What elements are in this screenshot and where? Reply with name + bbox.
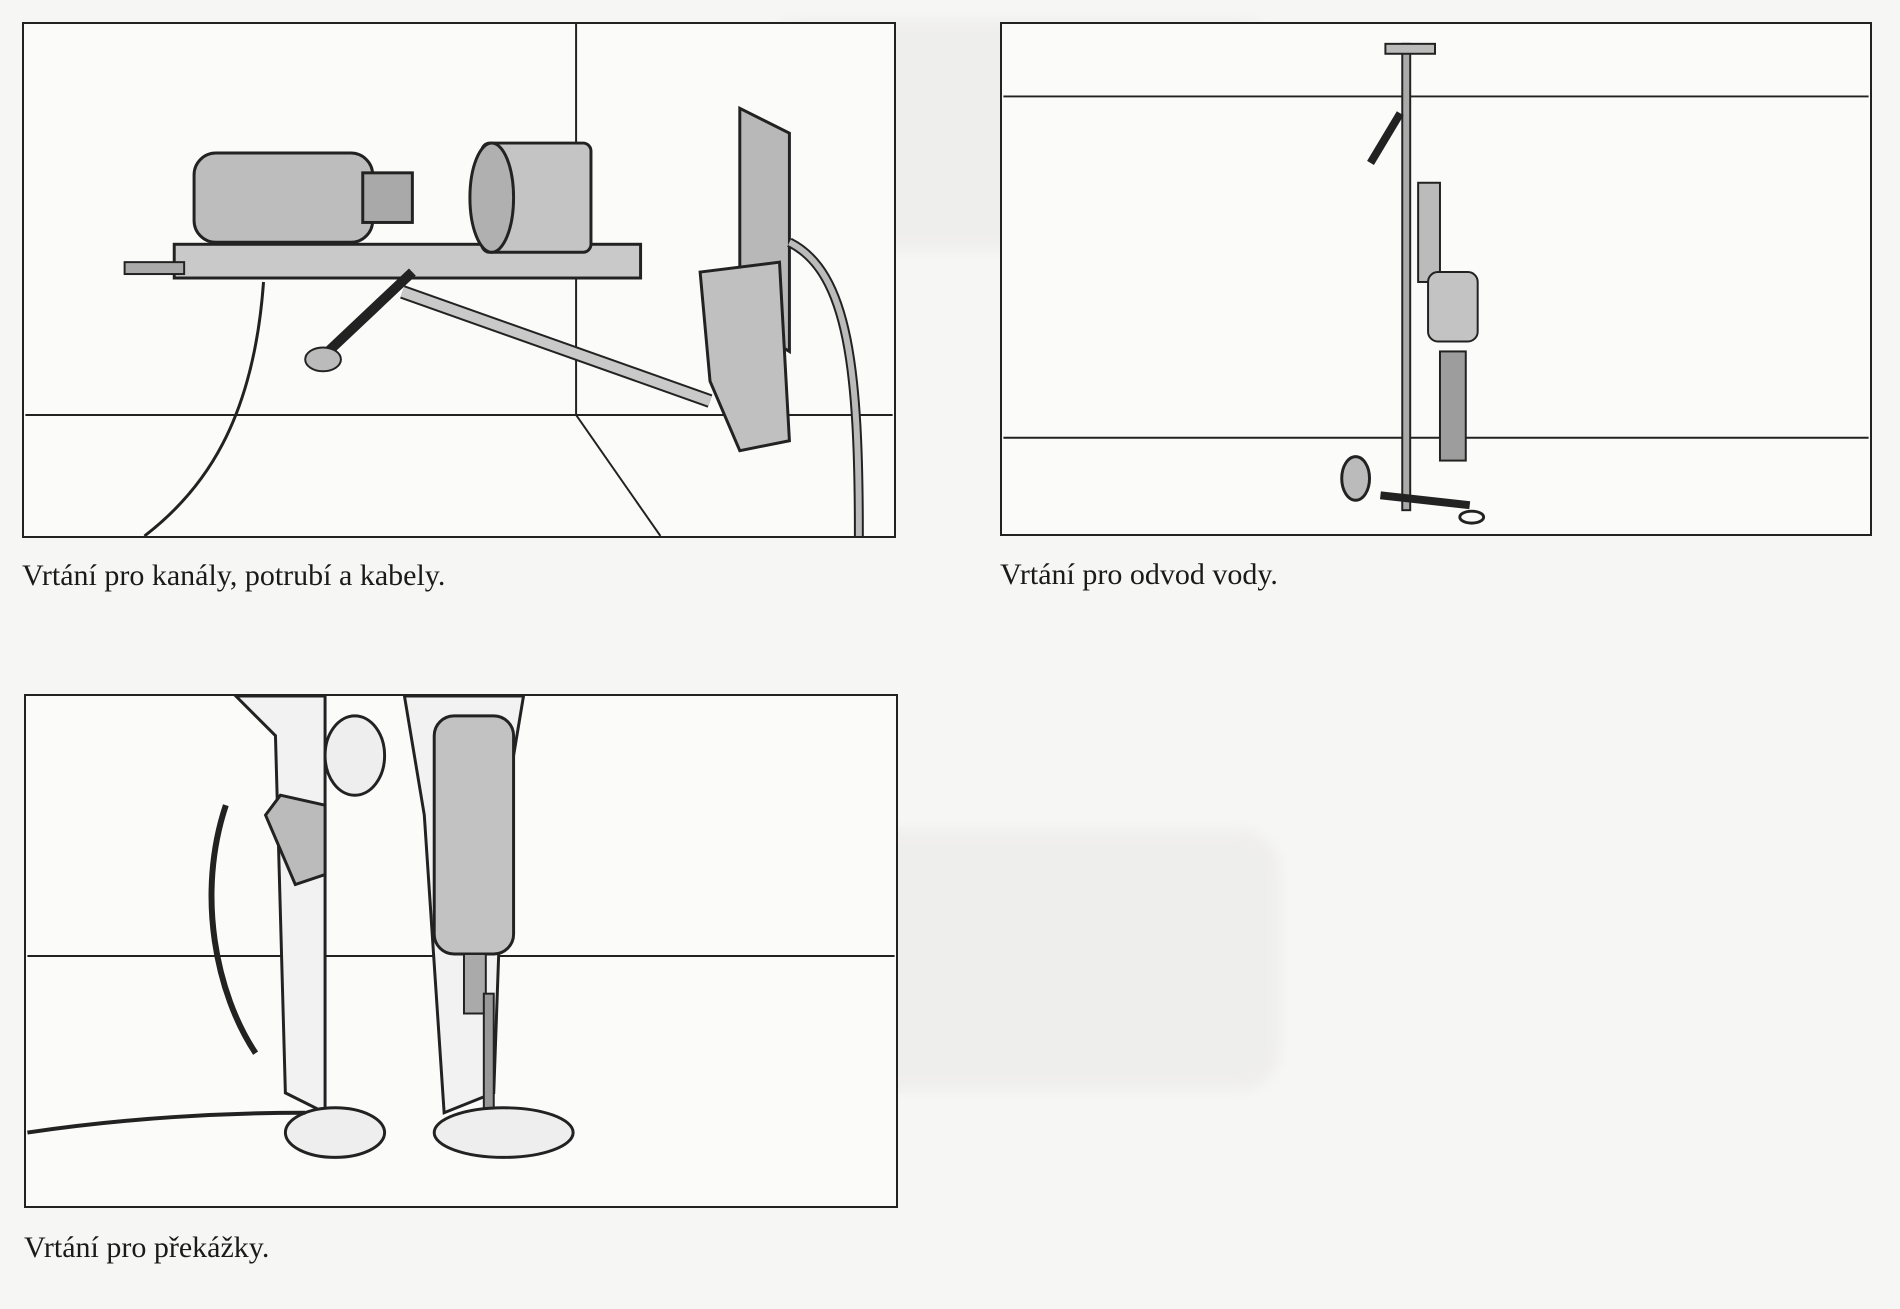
wall-mounted-core-drill-illustration bbox=[25, 24, 893, 536]
figure-caption: Vrtání pro překážky. bbox=[24, 1231, 270, 1264]
figure-drill-obstacles bbox=[24, 694, 898, 1208]
figure-caption: Vrtání pro kanály, potrubí a kabely. bbox=[22, 559, 446, 592]
handheld-core-drill-illustration bbox=[27, 696, 895, 1159]
figure-drill-channels bbox=[22, 22, 896, 538]
figure-caption: Vrtání pro odvod vody. bbox=[1000, 558, 1278, 591]
core-drill-on-stand-illustration bbox=[1003, 42, 1869, 525]
figure-drill-water-drainage bbox=[1000, 22, 1872, 536]
